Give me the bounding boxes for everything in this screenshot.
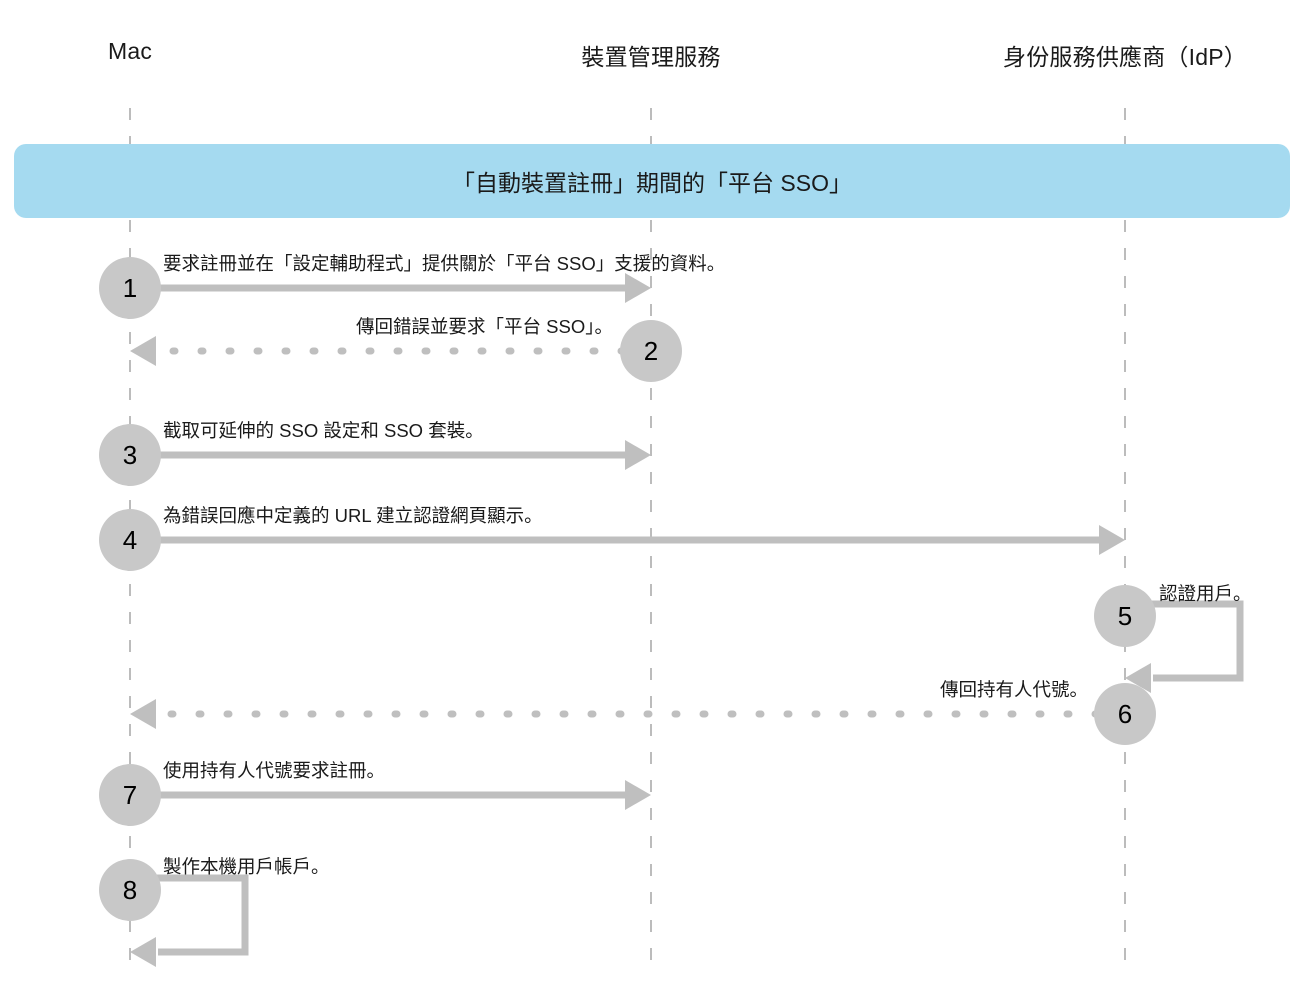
- message-6: [130, 699, 1129, 729]
- message-label-5: 認證用戶。: [1159, 582, 1252, 604]
- step-marker-3[interactable]: 3: [99, 424, 161, 486]
- message-label-8: 製作本機用戶帳戶。: [163, 855, 330, 877]
- arrow-head: [625, 440, 651, 470]
- message-label-2: 傳回錯誤並要求「平台 SSO」。: [356, 315, 613, 337]
- message-8: [130, 874, 249, 967]
- step-marker-4[interactable]: 4: [99, 509, 161, 571]
- message-1: [130, 273, 651, 303]
- message-label-4: 為錯誤回應中定義的 URL 建立認證網頁顯示。: [163, 504, 543, 526]
- step-marker-2[interactable]: 2: [620, 320, 682, 382]
- message-label-6: 傳回持有人代號。: [939, 678, 1088, 700]
- step-marker-6[interactable]: 6: [1094, 683, 1156, 745]
- arrow-head: [1099, 525, 1125, 555]
- phase-banner-shape: [14, 144, 1290, 218]
- arrow-head: [625, 273, 651, 303]
- lifeline-group: [129, 108, 1126, 975]
- message-2: [130, 336, 655, 366]
- step-marker-5[interactable]: 5: [1094, 585, 1156, 647]
- message-arrow-group: [130, 273, 1244, 967]
- column-header-idp: 身份服務供應商（IdP）: [1003, 44, 1247, 70]
- message-label-3: 截取可延伸的 SSO 設定和 SSO 套裝。: [163, 419, 484, 441]
- self-loop-path: [134, 874, 249, 956]
- phase-banner-rect: [14, 144, 1290, 218]
- message-3: [130, 440, 651, 470]
- phase-banner-label: 「自動裝置註冊」期間的「平台 SSO」: [452, 170, 852, 196]
- arrow-head: [1125, 663, 1151, 693]
- message-4: [130, 525, 1125, 555]
- arrow-head: [130, 699, 156, 729]
- message-label-7: 使用持有人代號要求註冊。: [163, 759, 386, 781]
- arrow-head: [625, 780, 651, 810]
- step-marker-8[interactable]: 8: [99, 859, 161, 921]
- message-label-1: 要求註冊並在「設定輔助程式」提供關於「平台 SSO」支援的資料。: [163, 252, 726, 274]
- step-marker-1[interactable]: 1: [99, 257, 161, 319]
- message-5: [1125, 600, 1244, 693]
- message-7: [130, 780, 651, 810]
- self-loop-path: [1129, 600, 1244, 682]
- arrow-head: [130, 336, 156, 366]
- step-marker-7[interactable]: 7: [99, 764, 161, 826]
- column-header-mac: Mac: [107, 38, 153, 64]
- arrow-head: [130, 937, 156, 967]
- column-header-mdm: 裝置管理服務: [581, 44, 721, 70]
